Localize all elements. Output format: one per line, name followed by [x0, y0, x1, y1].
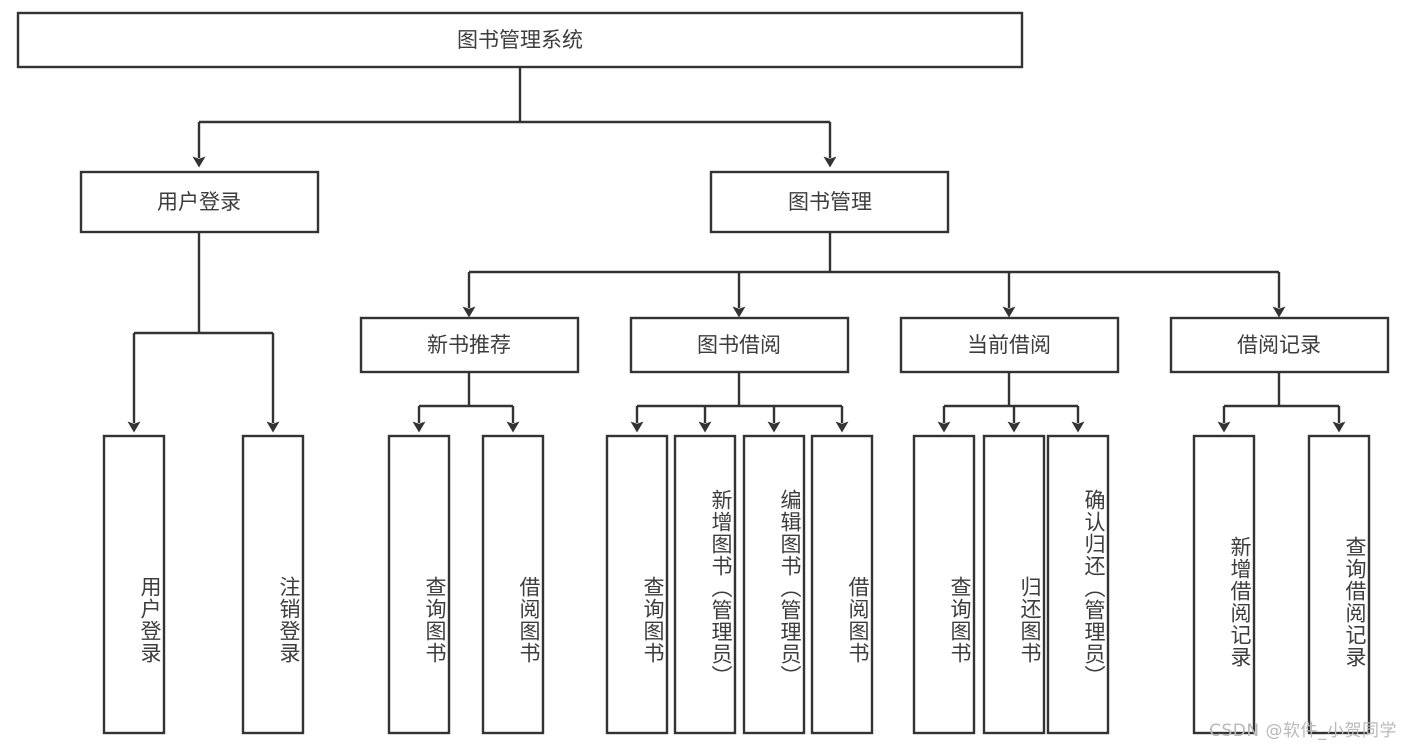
node-user-login-box[interactable] — [79, 170, 320, 234]
node-book-management-box[interactable] — [709, 170, 950, 234]
edges-group — [127, 67, 1346, 433]
node-borrow-record-box[interactable] — [1169, 316, 1390, 374]
node-new-book-recommend-box[interactable] — [359, 316, 580, 374]
node-borrow-record[interactable]: 借阅记录 — [1169, 316, 1390, 374]
node-book-management[interactable]: 图书管理 — [709, 170, 950, 234]
csdn-watermark: CSDN @软件_小贺同学 — [1209, 721, 1397, 741]
node-borrow-record-label: 借阅记录 — [1237, 333, 1321, 357]
node-leaf-user-logout-box[interactable] — [241, 434, 305, 735]
node-leaf-user-login-box[interactable] — [102, 434, 166, 735]
node-book-management-label: 图书管理 — [788, 190, 872, 214]
node-current-borrow-box[interactable] — [899, 316, 1120, 374]
node-leaf-confirm-return-box[interactable] — [1046, 434, 1110, 735]
node-user-login[interactable]: 用户登录 — [79, 170, 320, 234]
node-root[interactable]: 图书管理系统 — [16, 11, 1024, 69]
node-leaf-return-book-box[interactable] — [982, 434, 1046, 735]
node-leaf-add-record-box[interactable] — [1192, 434, 1256, 735]
node-leaf-query-record-box[interactable] — [1307, 434, 1371, 735]
node-root-label: 图书管理系统 — [457, 28, 583, 52]
node-leaf-add-book-box[interactable] — [673, 434, 737, 735]
node-leaf-query-book-1-box[interactable] — [387, 434, 451, 735]
node-root-box[interactable] — [16, 11, 1024, 69]
node-leaf-edit-book-box[interactable] — [742, 434, 806, 735]
node-leaf-borrow-book-1-box[interactable] — [481, 434, 545, 735]
node-current-borrow[interactable]: 当前借阅 — [899, 316, 1120, 374]
node-leaf-borrow-book-2-box[interactable] — [810, 434, 874, 735]
node-user-login-label: 用户登录 — [157, 190, 241, 214]
node-book-borrow-label: 图书借阅 — [697, 333, 781, 357]
node-new-book-recommend[interactable]: 新书推荐 — [359, 316, 580, 374]
node-leaf-query-book-3-box[interactable] — [912, 434, 976, 735]
node-book-borrow-box[interactable] — [629, 316, 850, 374]
node-new-book-recommend-label: 新书推荐 — [427, 333, 511, 357]
node-current-borrow-label: 当前借阅 — [967, 333, 1051, 357]
node-book-borrow[interactable]: 图书借阅 — [629, 316, 850, 374]
node-leaf-query-book-2-box[interactable] — [605, 434, 669, 735]
